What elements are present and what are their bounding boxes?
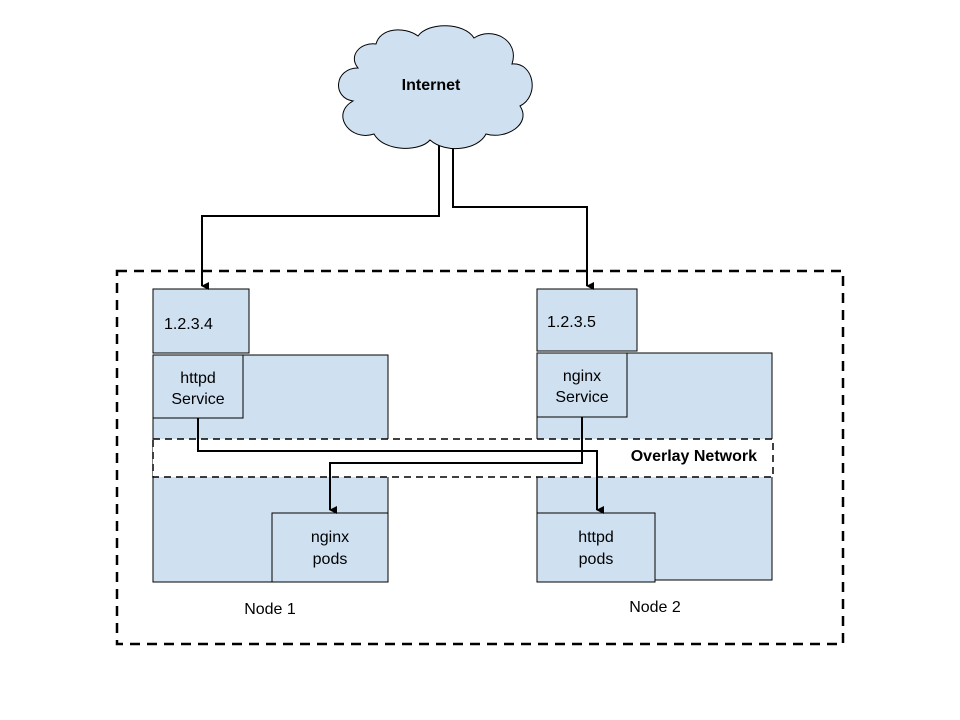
node-2-pods-label-line1: httpd [578,529,614,546]
node-2-ip-label: 1.2.3.5 [547,314,596,331]
node-1-service-label-line2: Service [171,391,224,408]
internet-cloud-icon [338,25,533,150]
node-1-service-label-line1: httpd [180,370,216,387]
node-1-pods-label-line1: nginx [311,529,349,546]
overlay-network-label: Overlay Network [631,448,757,465]
node-2-service-box [536,352,628,418]
node-2-pods-box [536,512,656,583]
node-1-ip-label: 1.2.3.4 [164,316,213,333]
overlay-network-band [152,438,774,478]
node-1-service-box [152,354,244,419]
connection-httpd-service-to-httpd-pods [197,418,604,514]
node-2-label: Node 2 [629,599,681,616]
internet-label: Internet [402,77,461,94]
node-1-label: Node 1 [244,601,296,618]
cluster-boundary [115,269,845,646]
node-1-ip-box [152,288,250,354]
node-2-service-label-line2: Service [555,389,608,406]
node-1-pods-box [271,512,389,583]
node-1-pods-label-line2: pods [313,551,348,568]
connection-internet-to-node-1-ip [201,144,440,290]
connection-nginx-service-to-nginx-pods [329,417,583,514]
node-2-pods-label-line2: pods [579,551,614,568]
node-2-service-label-line1: nginx [563,368,601,385]
connection-internet-to-node-2-ip [452,144,594,290]
